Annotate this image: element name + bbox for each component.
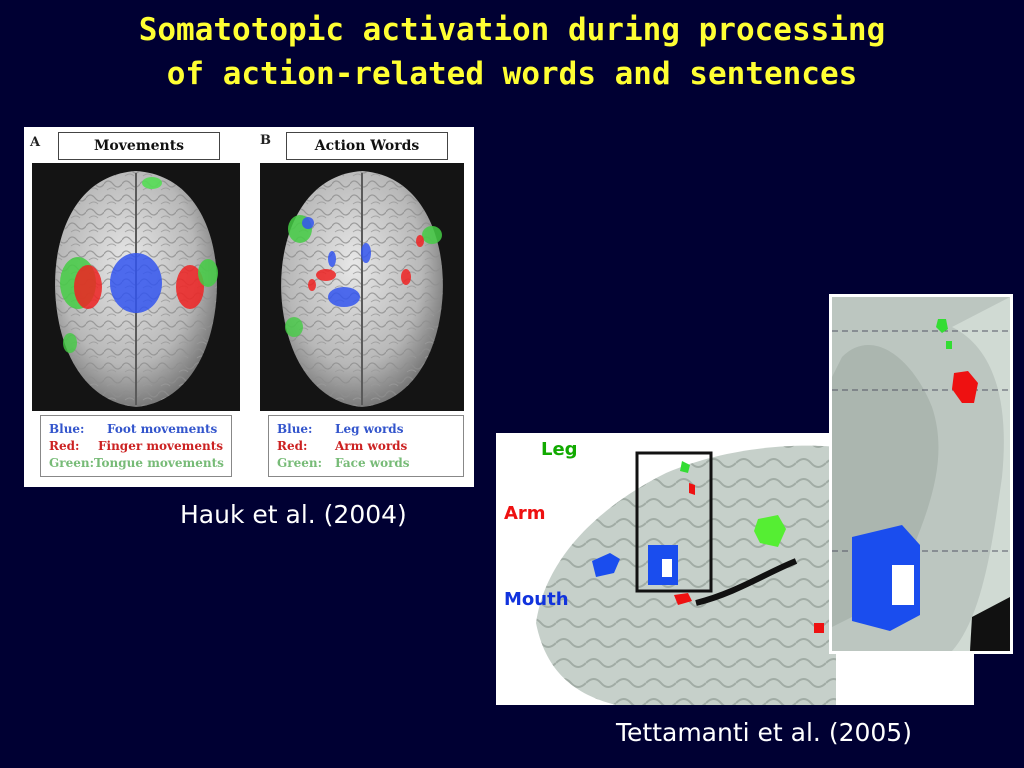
panel-b-brain-image	[260, 163, 464, 411]
brain-lateral-view	[536, 445, 836, 705]
panel-a-legend: Blue: Foot movements Red: Finger movemen…	[40, 415, 232, 477]
brain-top-view-b	[281, 171, 443, 407]
legend-text: Arm words	[335, 439, 408, 453]
slide-title: Somatotopic activation during processing…	[0, 8, 1024, 96]
brain-zoom-view	[832, 297, 1010, 651]
title-line-2: of action-related words and sentences	[166, 56, 858, 92]
legend-row: Red: Arm words	[277, 438, 455, 455]
legend-text: Leg words	[335, 422, 404, 436]
brain-top-view-a	[55, 171, 218, 407]
legend-row: Blue: Foot movements	[49, 421, 223, 438]
legend-row: Green: Face words	[277, 455, 455, 472]
panel-b-title: Action Words	[286, 132, 448, 160]
legend-row: Red: Finger movements	[49, 438, 223, 455]
tettamanti-caption: Tettamanti et al. (2005)	[616, 718, 912, 747]
legend-text: Foot movements	[107, 422, 218, 436]
legend-text: Finger movements	[98, 439, 223, 453]
legend-key: Green:	[277, 456, 322, 470]
legend-text: Tongue movements	[94, 456, 224, 470]
panel-b-legend: Blue: Leg words Red: Arm words Green: Fa…	[268, 415, 464, 477]
legend-key: Red:	[277, 439, 308, 453]
hauk-figure: A Movements	[24, 127, 474, 487]
legend-key: Green:	[49, 456, 94, 470]
legend-row: Blue: Leg words	[277, 421, 455, 438]
panel-b-letter: B	[260, 133, 271, 148]
legend-key: Red:	[49, 439, 80, 453]
panel-a-letter: A	[30, 135, 41, 150]
panel-a-brain-image	[32, 163, 240, 411]
mouth-label: Mouth	[504, 589, 569, 610]
legend-key: Blue:	[49, 422, 85, 436]
panel-a-title: Movements	[58, 132, 220, 160]
legend-key: Blue:	[277, 422, 313, 436]
legend-text: Face words	[335, 456, 410, 470]
title-line-1: Somatotopic activation during processing	[138, 12, 886, 48]
tettamanti-zoom-panel	[829, 294, 1013, 654]
legend-row: Green: Tongue movements	[49, 455, 224, 472]
leg-label: Leg	[541, 439, 578, 460]
arm-label: Arm	[504, 503, 546, 524]
tettamanti-figure: Leg Arm Mouth	[496, 433, 974, 705]
hauk-caption: Hauk et al. (2004)	[180, 500, 407, 529]
